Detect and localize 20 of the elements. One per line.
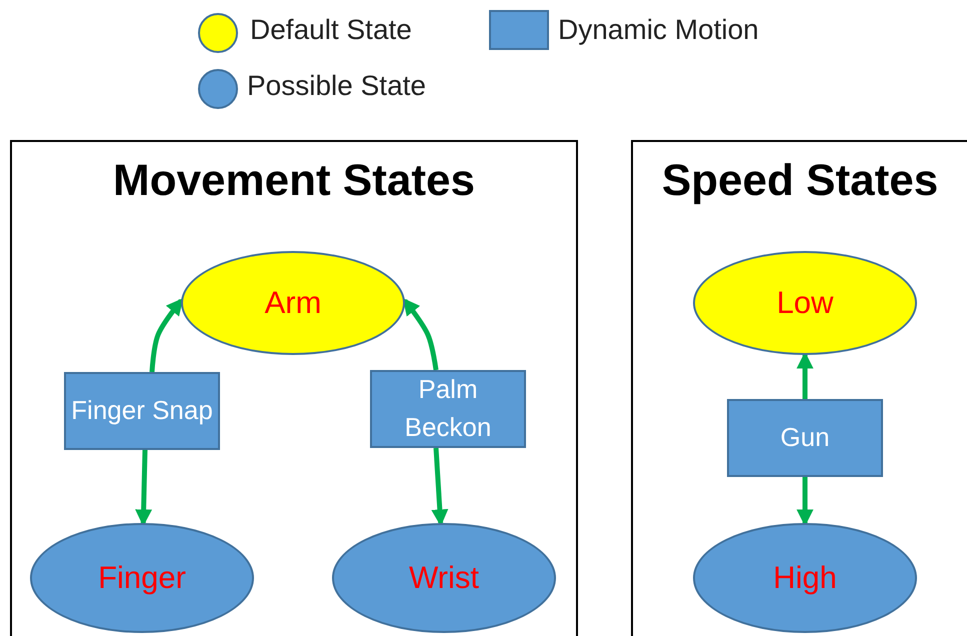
node-label: Gun (780, 421, 830, 454)
node-label: Wrist (408, 560, 480, 596)
legend-label: Possible State (247, 70, 426, 102)
node-label: Low (776, 285, 834, 321)
legend-label: Dynamic Motion (558, 14, 759, 46)
state-panel (631, 140, 967, 636)
legend-label: Default State (250, 14, 412, 46)
arrow (402, 298, 438, 370)
node-label: High (773, 560, 837, 596)
motion-box (64, 372, 220, 450)
arrow (150, 298, 184, 372)
motion-box (727, 399, 883, 477)
node-label: Finger Snap (71, 394, 213, 428)
node-label: Palm Beckon (404, 373, 492, 444)
state-panel (10, 140, 578, 636)
panel-title: Movement States (112, 156, 476, 206)
node-label: Arm (264, 285, 322, 321)
motion-box (370, 370, 526, 448)
panel-title: Speed States (660, 156, 940, 206)
node-label: Finger (98, 560, 186, 596)
